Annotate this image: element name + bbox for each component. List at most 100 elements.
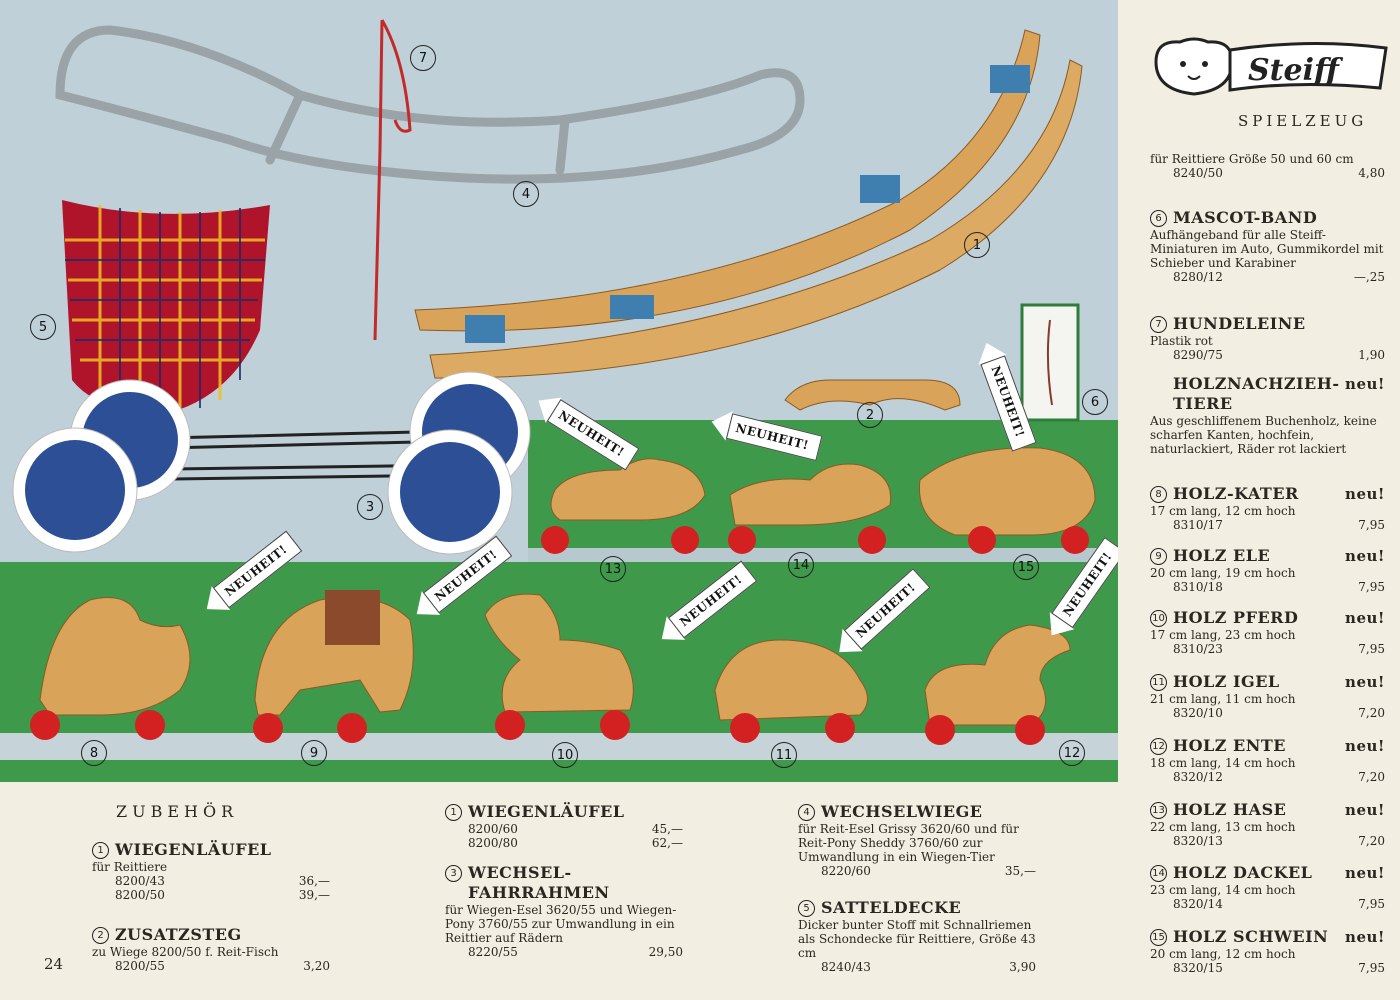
entry-heading-cont: FAHRRAHMEN — [445, 883, 683, 903]
entry-name-cont: FAHRRAHMEN — [468, 883, 610, 902]
price: 7,95 — [1358, 897, 1385, 911]
price-row: 8220/55 29,50 — [445, 945, 683, 959]
new-label: neu! — [1345, 864, 1385, 882]
entry-name: HOLZ IGEL — [1173, 672, 1280, 691]
product-photo: 1 2 3 4 5 6 7 8 9 10 11 12 13 14 15 NEUH… — [0, 0, 1118, 782]
photo-marker: 9 — [301, 740, 327, 766]
entry-description: für Reit-Esel Grissy 3620/60 und für Rei… — [798, 822, 1019, 864]
wooden-animals-top — [550, 447, 1096, 536]
article-number: 8320/12 — [1173, 770, 1223, 784]
page-number: 24 — [44, 955, 64, 973]
entry-name: HOLZ HASE — [1173, 800, 1287, 819]
entry-number: 3 — [445, 864, 462, 882]
entry-description: 23 cm lang, 14 cm hoch — [1150, 883, 1296, 897]
entry-description: 18 cm lang, 14 cm hoch — [1150, 756, 1296, 770]
entry-description: für Wiegen-Esel 3620/55 und Wiegen-Pony … — [445, 903, 677, 945]
entry-name: HOLZ ELE — [1173, 546, 1271, 565]
price-row: 8280/12—,25 — [1150, 270, 1385, 284]
entry-number: 1 — [445, 803, 462, 821]
price: 7,95 — [1358, 580, 1385, 594]
entry-number: 5 — [798, 899, 815, 917]
article-number: 8320/14 — [1173, 897, 1223, 911]
article-number: 8220/60 — [821, 864, 871, 878]
wheeled-frame — [12, 371, 531, 555]
entry-description: 20 cm lang, 12 cm hoch — [1150, 947, 1296, 961]
entry-description: 20 cm lang, 19 cm hoch — [1150, 566, 1296, 580]
price: 39,— — [298, 888, 330, 902]
article-number: 8310/23 — [1173, 642, 1223, 656]
entry-description: 22 cm lang, 13 cm hoch — [1150, 820, 1296, 834]
article-number: 8220/55 — [468, 945, 518, 959]
article-number: 8200/80 — [468, 836, 518, 850]
entry-heading: 14 HOLZ DACKEL neu! — [1150, 863, 1385, 883]
new-label: neu! — [1345, 609, 1385, 627]
entry-heading: HOLZNACHZIEH-neu! — [1150, 374, 1385, 394]
photo-marker: 10 — [552, 742, 578, 768]
entry-number: 2 — [92, 926, 109, 944]
article-number: 8320/15 — [1173, 961, 1223, 975]
photo-marker: 12 — [1059, 740, 1085, 766]
new-label: neu! — [1345, 547, 1385, 565]
photo-marker: 7 — [410, 45, 436, 71]
entry-description: Aufhängeband für alle Steiff-Miniaturen … — [1150, 228, 1384, 270]
new-label: neu! — [1345, 737, 1385, 755]
photo-marker: 15 — [1013, 554, 1039, 580]
article-number: 8200/55 — [115, 959, 165, 973]
entry-name: HOLZ PFERD — [1173, 608, 1299, 627]
entry-number: 8 — [1150, 485, 1167, 503]
photo-marker: 8 — [81, 740, 107, 766]
new-label: neu! — [1345, 485, 1385, 503]
entry-description: zu Wiege 8200/50 f. Reit-Fisch — [92, 945, 279, 959]
entry-number: 13 — [1150, 801, 1167, 819]
price: 29,50 — [648, 945, 683, 959]
entry-description: Plastik rot — [1150, 334, 1213, 348]
photo-marker: 2 — [857, 402, 883, 428]
entry-number: 14 — [1150, 864, 1167, 882]
entry-number: 15 — [1150, 928, 1167, 946]
entry-number: 11 — [1150, 673, 1167, 691]
article-number: 8320/13 — [1173, 834, 1223, 848]
entry-name: HOLZ DACKEL — [1173, 863, 1313, 882]
entry-name: SATTELDECKE — [821, 898, 962, 917]
wooden-crossbar — [784, 379, 961, 411]
price: 1,90 — [1358, 348, 1385, 362]
price-row: 8320/14 7,95 — [1150, 897, 1385, 911]
new-label: neu! — [1345, 375, 1385, 393]
metal-rocker-frame — [55, 25, 805, 184]
entry-number: 4 — [798, 803, 815, 821]
entry-description: 17 cm lang, 12 cm hoch — [1150, 504, 1296, 518]
entry-name-cont: TIERE — [1173, 394, 1233, 413]
article-number: 8200/50 — [115, 888, 165, 902]
article-number: 8240/43 — [821, 960, 871, 974]
